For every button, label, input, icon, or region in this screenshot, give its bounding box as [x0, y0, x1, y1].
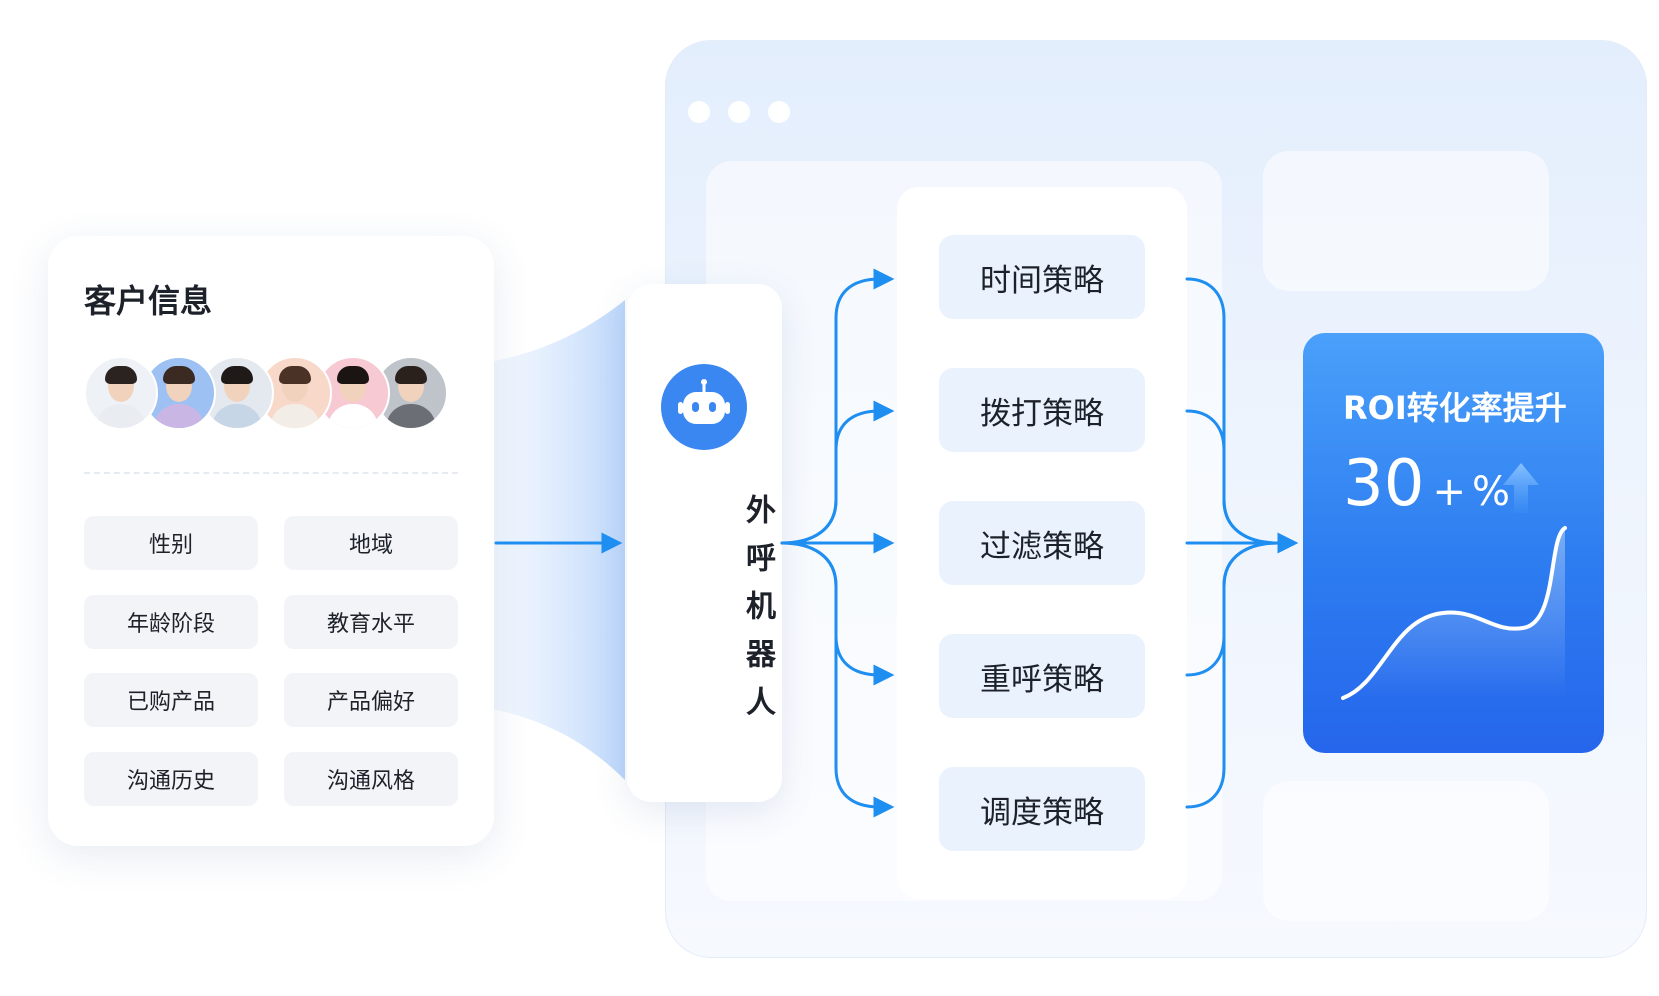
arrow-up-icon — [1503, 463, 1539, 513]
customer-info-card: 客户信息 性别 地域 年龄阶段 教育水平 已购产品 产品偏好 沟通历史 沟通风格 — [48, 236, 494, 846]
window-dot-2 — [728, 101, 750, 123]
window-dot-1 — [688, 101, 710, 123]
robot-icon — [661, 364, 747, 450]
avatar-1 — [84, 356, 158, 430]
dashed-divider — [84, 472, 458, 474]
roi-value: 30+% — [1343, 447, 1510, 521]
roi-plus: + — [1432, 469, 1466, 515]
strategy-redial: 重呼策略 — [939, 634, 1145, 718]
roi-percent: % — [1471, 469, 1510, 515]
tag-education: 教育水平 — [284, 595, 458, 649]
robot-label: 外呼机器人 — [740, 494, 775, 734]
ghost-panel-bottom-right — [1263, 781, 1549, 921]
strategy-dialing: 拨打策略 — [939, 368, 1145, 452]
tag-communication-history: 沟通历史 — [84, 752, 258, 806]
tag-region: 地域 — [284, 516, 458, 570]
strategy-time: 时间策略 — [939, 235, 1145, 319]
outbound-robot-card: 外呼机器人 — [627, 284, 782, 802]
tag-product-preference: 产品偏好 — [284, 673, 458, 727]
strategy-scheduling: 调度策略 — [939, 767, 1145, 851]
strategy-panel: 时间策略 拨打策略 过滤策略 重呼策略 调度策略 — [897, 187, 1187, 899]
roi-card: ROI转化率提升 30+% — [1303, 333, 1604, 753]
roi-title: ROI转化率提升 — [1343, 389, 1567, 427]
customer-info-title: 客户信息 — [84, 282, 213, 320]
strategy-filter: 过滤策略 — [939, 501, 1145, 585]
roi-number: 30 — [1343, 447, 1425, 521]
tag-purchased-products: 已购产品 — [84, 673, 258, 727]
tag-age-stage: 年龄阶段 — [84, 595, 258, 649]
tag-gender: 性别 — [84, 516, 258, 570]
window-dot-3 — [768, 101, 790, 123]
tag-communication-style: 沟通风格 — [284, 752, 458, 806]
ghost-panel-top-right — [1263, 151, 1549, 291]
roi-growth-curve — [1341, 526, 1567, 700]
